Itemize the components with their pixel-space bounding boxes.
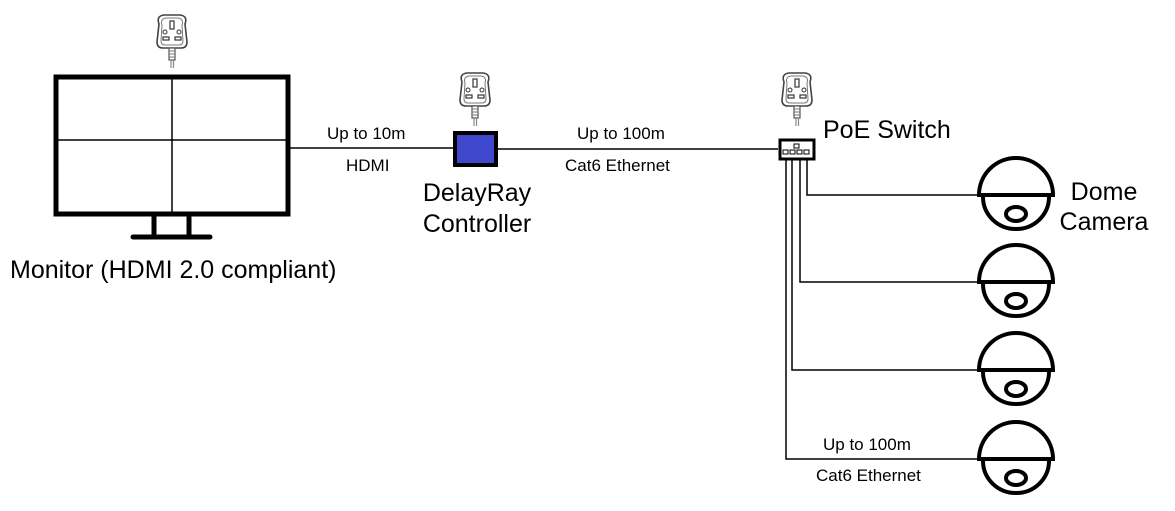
controller-power-plug-icon bbox=[459, 72, 491, 127]
dome-camera-icon bbox=[977, 243, 1055, 318]
camera-cable-2 bbox=[799, 160, 978, 283]
camera-cable-1 bbox=[806, 160, 978, 196]
monitor-icon bbox=[53, 74, 291, 240]
camera-label-line1: Dome bbox=[1070, 178, 1138, 206]
dome-camera-icon bbox=[977, 156, 1055, 231]
hdmi-distance-label: Up to 10m bbox=[327, 124, 406, 143]
switch-power-plug-icon bbox=[781, 72, 813, 127]
camera-cable-4 bbox=[785, 160, 978, 460]
switch-label: PoE Switch bbox=[823, 116, 951, 144]
monitor-label: Monitor (HDMI 2.0 compliant) bbox=[10, 256, 337, 284]
dome-camera-icon bbox=[977, 420, 1055, 495]
controller-label-line1: DelayRay bbox=[422, 179, 532, 207]
camera-cable-distance-label: Up to 100m bbox=[823, 435, 911, 454]
camera-cable-type-label: Cat6 Ethernet bbox=[816, 466, 921, 485]
hdmi-type-label: HDMI bbox=[346, 156, 390, 175]
ethernet-type-label: Cat6 Ethernet bbox=[565, 156, 670, 175]
monitor-power-plug-icon bbox=[156, 14, 188, 69]
camera-cables bbox=[785, 160, 978, 460]
dome-camera-icon bbox=[977, 331, 1055, 406]
controller-label-line2: Controller bbox=[422, 210, 532, 238]
network-switch-icon bbox=[778, 138, 816, 161]
camera-cable-3 bbox=[791, 160, 978, 371]
camera-label-line2: Camera bbox=[1059, 208, 1149, 236]
ethernet-distance-label: Up to 100m bbox=[577, 124, 665, 143]
delayray-controller-box bbox=[453, 131, 498, 167]
